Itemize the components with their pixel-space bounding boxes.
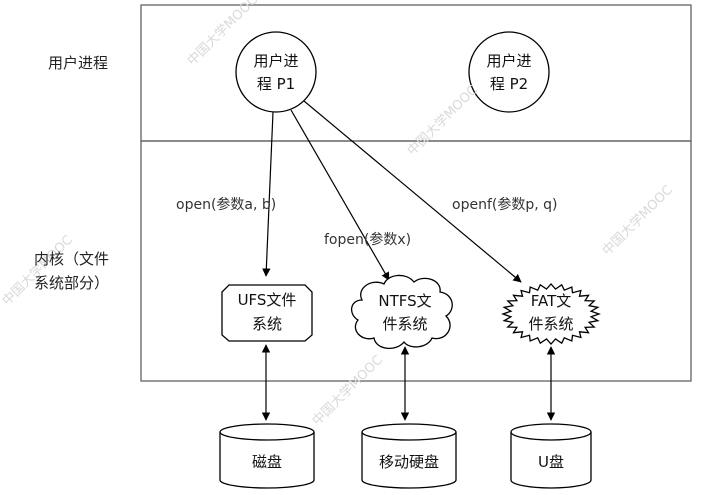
fopen-call-label: fopen(参数x) [324,232,412,248]
open-call-label: open(参数a, b) [176,197,277,213]
openf-call-label: openf(参数p, q) [452,197,558,213]
openf-call-arrow [303,100,522,283]
kernel-space-label-line1: 内核（文件 [34,250,110,268]
usb-disk-cylinder [510,423,592,489]
ntfs-label-line1: NTFS文 [378,292,432,310]
fat-label-line2: 件系统 [528,315,574,333]
ntfs-cloud [351,274,453,349]
process-p1-circle [235,31,317,113]
process-p2-circle [468,31,550,113]
disk-cylinder [219,423,315,489]
process-p2-line2: 程 P2 [489,75,529,93]
fat-burst [501,283,601,345]
kernel-space-label-line2: 系统部分） [34,274,110,292]
open-call-arrow [262,111,274,277]
process-p1-line2: 程 P1 [256,75,296,93]
kernel-space-box [140,140,692,382]
process-p1-line1: 用户进 [253,52,299,70]
mobile-disk-label: 移动硬盘 [378,453,439,471]
user-space-box [140,4,692,142]
mobile-disk-cylinder [361,423,457,489]
usb-disk-label: U盘 [538,453,564,471]
ufs-label-line2: 系统 [251,315,282,333]
fopen-call-arrow [290,109,390,281]
ufs-label-line1: UFS文件 [237,291,297,309]
ufs-box [221,284,313,342]
fat-label-line1: FAT文 [530,292,572,310]
process-p2-line1: 用户进 [486,52,532,70]
disk-label: 磁盘 [251,453,282,471]
ntfs-label-line2: 件系统 [382,315,428,333]
user-space-label: 用户进程 [48,54,109,72]
